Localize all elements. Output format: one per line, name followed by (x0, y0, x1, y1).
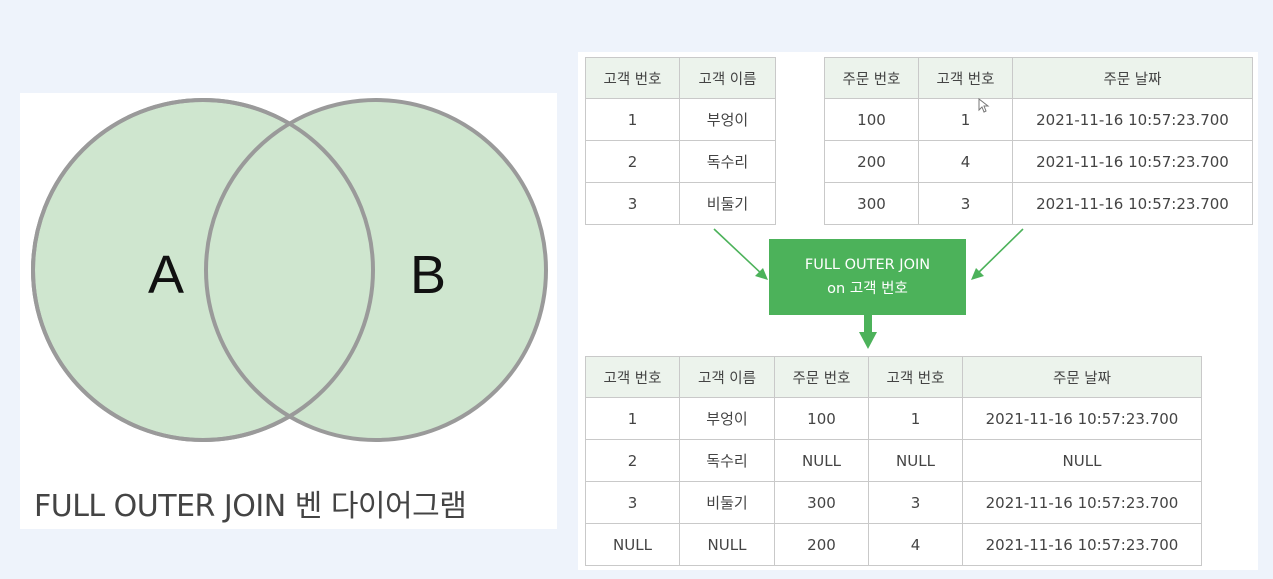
table-cell: 300 (774, 481, 869, 524)
join-illustration-panel: 고객 번호 고객 이름 1 부엉이 2 독수리 3 비둘기 주문 번호 고객 번 (578, 52, 1258, 570)
column-header: 주문 번호 (774, 356, 869, 398)
join-type-label: FULL OUTER JOIN (804, 257, 931, 273)
table-cell: 3 (868, 481, 963, 524)
table-cell: 1 (585, 397, 680, 440)
arrow-left-head-icon (755, 268, 768, 280)
table-row: 300 3 2021-11-16 10:57:23.700 (824, 182, 1253, 225)
table-cell: 100 (774, 397, 869, 440)
column-header: 주문 날짜 (1012, 57, 1253, 99)
table-cell: 300 (824, 182, 919, 225)
venn-caption: FULL OUTER JOIN 벤 다이어그램 (34, 489, 467, 524)
table-cell: 2 (585, 140, 680, 183)
table-cell: 비둘기 (679, 182, 776, 225)
table-cell: 3 (585, 182, 680, 225)
arrow-down-shaft (864, 315, 872, 333)
result-table: 고객 번호 고객 이름 주문 번호 고객 번호 주문 날짜 1 부엉이 100 … (585, 356, 1202, 566)
table-cell: 3 (918, 182, 1013, 225)
venn-label-a: A (148, 245, 184, 305)
table-cell: 비둘기 (679, 481, 775, 524)
table-cell: NULL (585, 523, 680, 566)
table-cell: 3 (585, 481, 680, 524)
table-cell: NULL (962, 439, 1202, 482)
column-header: 고객 번호 (585, 356, 680, 398)
mouse-cursor-icon (978, 98, 990, 113)
table-cell: 2 (585, 439, 680, 482)
table-cell: 부엉이 (679, 397, 775, 440)
join-on-label: on 고객 번호 (827, 281, 908, 297)
arrow-left-line (713, 228, 765, 277)
venn-diagram: A B (31, 98, 548, 442)
venn-label-b: B (410, 245, 446, 305)
table-cell: 200 (774, 523, 869, 566)
arrow-right-head-icon (971, 268, 984, 280)
circle-b (204, 98, 548, 442)
table-row: NULL NULL 200 4 2021-11-16 10:57:23.700 (585, 523, 1202, 566)
table-cell: NULL (774, 439, 869, 482)
table-header-row: 주문 번호 고객 번호 주문 날짜 (824, 57, 1253, 99)
arrow-right-line (974, 228, 1024, 277)
table-cell: 2021-11-16 10:57:23.700 (1012, 140, 1253, 183)
table-header-row: 고객 번호 고객 이름 (585, 57, 776, 99)
arrow-down-head-icon (859, 332, 877, 349)
table-cell: 부엉이 (679, 98, 776, 141)
table-cell: 2021-11-16 10:57:23.700 (962, 397, 1202, 440)
join-arrows (713, 228, 1024, 349)
column-header: 고객 번호 (585, 57, 680, 99)
circle-a-outline (31, 98, 375, 442)
column-header: 고객 이름 (679, 57, 776, 99)
customers-table: 고객 번호 고객 이름 1 부엉이 2 독수리 3 비둘기 (585, 57, 776, 225)
table-cell: 2021-11-16 10:57:23.700 (962, 481, 1202, 524)
table-row: 3 비둘기 (585, 182, 776, 225)
column-header: 주문 번호 (824, 57, 919, 99)
venn-diagram-panel: A B FULL OUTER JOIN 벤 다이어그램 (20, 93, 557, 529)
column-header: 주문 날짜 (962, 356, 1202, 398)
table-row: 2 독수리 NULL NULL NULL (585, 439, 1202, 482)
join-condition-box: FULL OUTER JOIN on 고객 번호 (769, 239, 966, 315)
column-header: 고객 번호 (868, 356, 963, 398)
table-cell: 4 (868, 523, 963, 566)
table-cell: 1 (868, 397, 963, 440)
table-row: 1 부엉이 (585, 98, 776, 141)
table-row: 3 비둘기 300 3 2021-11-16 10:57:23.700 (585, 481, 1202, 524)
table-cell: NULL (679, 523, 775, 566)
table-cell: 독수리 (679, 439, 775, 482)
table-cell: 2021-11-16 10:57:23.700 (1012, 98, 1253, 141)
table-cell: 200 (824, 140, 919, 183)
table-row: 1 부엉이 100 1 2021-11-16 10:57:23.700 (585, 397, 1202, 440)
column-header: 고객 번호 (918, 57, 1013, 99)
table-cell: 1 (918, 98, 1013, 141)
table-cell: 2021-11-16 10:57:23.700 (1012, 182, 1253, 225)
orders-table: 주문 번호 고객 번호 주문 날짜 100 1 2021-11-16 10:57… (824, 57, 1253, 225)
table-cell: NULL (868, 439, 963, 482)
column-header: 고객 이름 (679, 356, 775, 398)
table-header-row: 고객 번호 고객 이름 주문 번호 고객 번호 주문 날짜 (585, 356, 1202, 398)
table-cell: 2021-11-16 10:57:23.700 (962, 523, 1202, 566)
